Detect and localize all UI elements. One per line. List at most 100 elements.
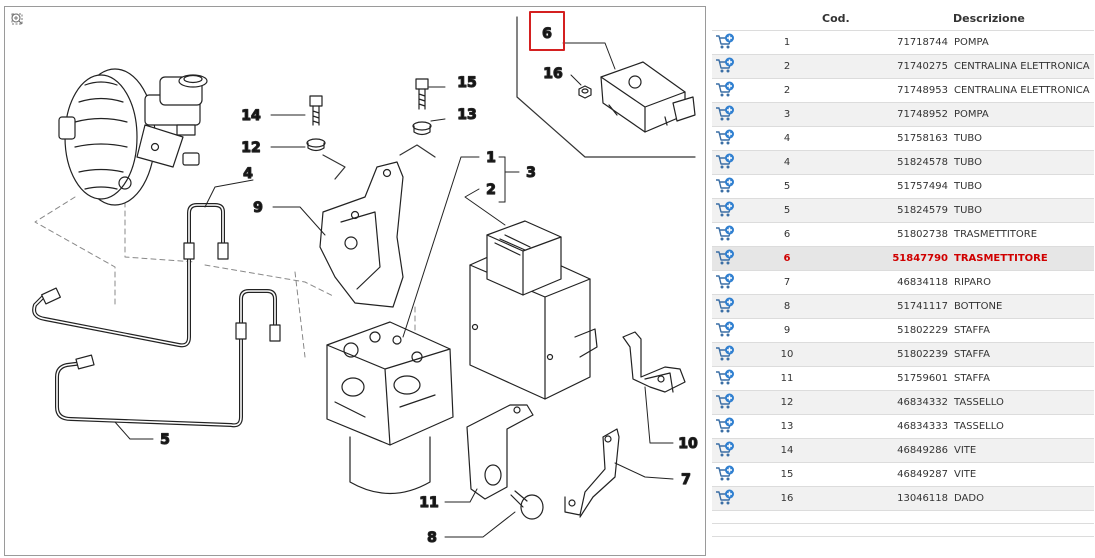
add-to-cart-icon[interactable] [715,249,735,269]
cart-cell[interactable] [712,126,752,151]
callout-1[interactable]: 1 [486,149,497,166]
position-cell: 5 [752,198,822,223]
callout-6[interactable]: 6 [542,25,553,42]
position-cell: 2 [752,78,822,103]
table-row[interactable]: 1 71718744 POMPA [712,30,1094,55]
cart-cell[interactable] [712,30,752,55]
position-cell: 4 [752,150,822,175]
cart-cell[interactable] [712,246,752,271]
code-cell: 51802239 [822,342,952,367]
callout-14[interactable]: 14 [241,107,262,124]
cart-cell[interactable] [712,54,752,79]
parts-table-body: 1 71718744 POMPA 2 71740275 CENTRALINA E… [712,30,1094,549]
add-to-cart-icon[interactable] [715,33,735,53]
table-row[interactable]: 2 71740275 CENTRALINA ELETTRONICA [712,54,1094,79]
table-row[interactable]: 12 46834332 TASSELLO [712,390,1094,415]
table-row[interactable]: 11 51759601 STAFFA [712,366,1094,391]
add-to-cart-icon[interactable] [715,417,735,437]
empty-cell [822,523,952,537]
position-cell: 11 [752,366,822,391]
cart-cell[interactable] [712,342,752,367]
cart-cell[interactable] [712,486,752,511]
add-to-cart-icon[interactable] [715,57,735,77]
add-to-cart-icon[interactable] [715,201,735,221]
add-to-cart-icon[interactable] [715,177,735,197]
description-cell: VITE [952,462,1094,487]
add-to-cart-icon[interactable] [715,81,735,101]
table-row[interactable]: 5 51757494 TUBO [712,174,1094,199]
cart-cell[interactable] [712,390,752,415]
cart-cell[interactable] [712,318,752,343]
table-row[interactable]: 7 46834118 RIPARO [712,270,1094,295]
add-to-cart-icon[interactable] [715,273,735,293]
cart-cell[interactable] [712,222,752,247]
add-to-cart-icon[interactable] [715,369,735,389]
position-cell: 8 [752,294,822,319]
table-row[interactable]: 6 51802738 TRASMETTITORE [712,222,1094,247]
position-cell: 5 [752,174,822,199]
add-to-cart-icon[interactable] [715,345,735,365]
callout-13[interactable]: 13 [457,106,478,123]
add-to-cart-icon[interactable] [715,441,735,461]
cart-cell[interactable] [712,414,752,439]
table-row[interactable]: 16 13046118 DADO [712,486,1094,511]
callout-12[interactable]: 12 [241,139,262,156]
code-cell: 51802738 [822,222,952,247]
zoom-in-icon[interactable] [11,13,25,43]
position-cell: 10 [752,342,822,367]
cart-cell[interactable] [712,198,752,223]
header-description: Descrizione [953,11,1025,25]
cart-cell[interactable] [712,294,752,319]
description-cell: TUBO [952,198,1094,223]
cart-cell[interactable] [712,270,752,295]
bracket-10 [622,331,686,393]
exploded-parts-diagram[interactable]: 6 16 15 13 14 12 4 9 1 2 3 5 10 7 11 8 [4,6,706,556]
table-row[interactable]: 6 51847790 TRASMETTITORE [712,246,1094,271]
callout-16[interactable]: 16 [543,65,564,82]
table-row[interactable]: 15 46849287 VITE [712,462,1094,487]
cart-cell[interactable] [712,366,752,391]
description-cell: POMPA [952,30,1094,55]
bracket-11 [466,404,534,500]
cart-cell[interactable] [712,438,752,463]
callout-3[interactable]: 3 [526,164,537,181]
callout-4[interactable]: 4 [243,165,254,182]
description-cell: TUBO [952,126,1094,151]
callout-15[interactable]: 15 [457,74,478,91]
cart-cell[interactable] [712,174,752,199]
cart-cell[interactable] [712,102,752,127]
table-row[interactable]: 9 51802229 STAFFA [712,318,1094,343]
add-to-cart-icon[interactable] [715,225,735,245]
callout-7[interactable]: 7 [681,471,692,488]
cart-cell[interactable] [712,462,752,487]
table-row[interactable]: 2 71748953 CENTRALINA ELETTRONICA [712,78,1094,103]
table-row[interactable]: 3 71748952 POMPA [712,102,1094,127]
table-row[interactable]: 8 51741117 BOTTONE [712,294,1094,319]
callout-10[interactable]: 10 [678,435,699,452]
add-to-cart-icon[interactable] [715,465,735,485]
table-row[interactable]: 13 46834333 TASSELLO [712,414,1094,439]
table-row[interactable]: 4 51824578 TUBO [712,150,1094,175]
add-to-cart-icon[interactable] [715,297,735,317]
add-to-cart-icon[interactable] [715,321,735,341]
cart-cell[interactable] [712,150,752,175]
add-to-cart-icon[interactable] [715,153,735,173]
table-row[interactable]: 4 51758163 TUBO [712,126,1094,151]
callout-8[interactable]: 8 [427,529,438,546]
table-row[interactable]: 5 51824579 TUBO [712,198,1094,223]
callout-3-bracket [498,156,506,203]
code-cell: 51824578 [822,150,952,175]
add-to-cart-icon[interactable] [715,489,735,509]
add-to-cart-icon[interactable] [715,105,735,125]
callout-9[interactable]: 9 [253,199,264,216]
callout-11[interactable]: 11 [419,494,440,511]
callout-2[interactable]: 2 [486,181,497,198]
table-row[interactable]: 10 51802239 STAFFA [712,342,1094,367]
description-cell: STAFFA [952,318,1094,343]
callout-5[interactable]: 5 [160,431,171,448]
add-to-cart-icon[interactable] [715,129,735,149]
table-row[interactable]: 14 46849286 VITE [712,438,1094,463]
add-to-cart-icon[interactable] [715,393,735,413]
cart-cell[interactable] [712,78,752,103]
zoom-out-icon[interactable] [11,13,25,59]
